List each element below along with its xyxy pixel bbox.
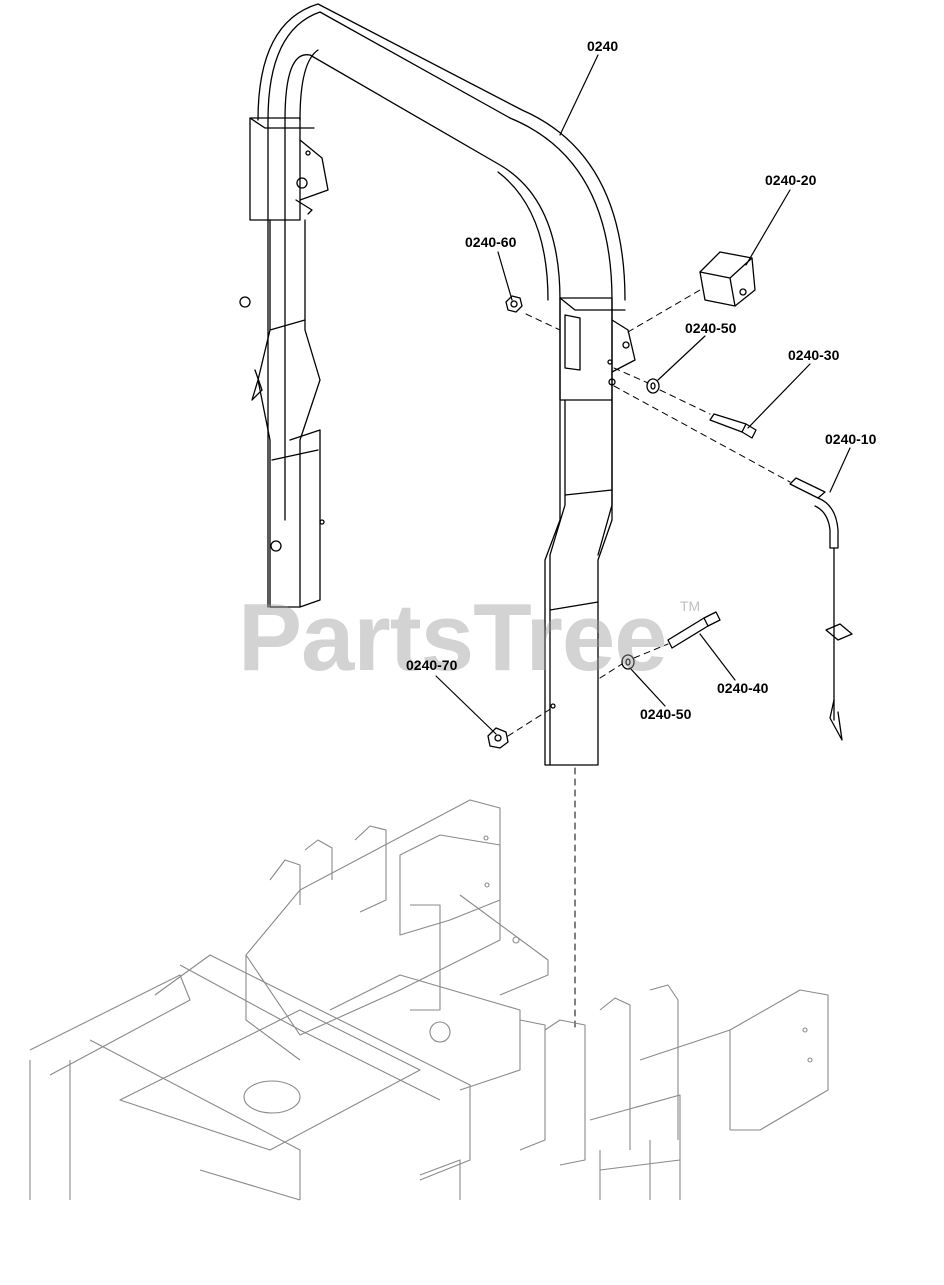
callout-0240-20[interactable]: 0240-20 (765, 172, 817, 188)
bolt-bottom-part[interactable] (667, 611, 721, 649)
partstree-watermark: PartsTree (238, 584, 668, 691)
assembly-lines (507, 289, 791, 1031)
nut-top-part[interactable] (505, 295, 523, 313)
nut-bottom-part[interactable] (487, 727, 509, 749)
washer-top-part[interactable] (646, 378, 660, 394)
callout-0240-70[interactable]: 0240-70 (406, 657, 458, 673)
trademark-mark: TM (680, 598, 701, 614)
bolt-top-part[interactable] (709, 413, 757, 439)
leader-lines (435, 54, 851, 735)
callout-0240-60[interactable]: 0240-60 (465, 234, 517, 250)
pin-assembly-part[interactable] (789, 477, 853, 741)
mower-frame (29, 799, 829, 1201)
callout-0240-50-bottom[interactable]: 0240-50 (640, 706, 692, 722)
grip-part[interactable] (699, 251, 756, 307)
roll-bar-part[interactable] (239, 3, 636, 766)
callout-0240-40[interactable]: 0240-40 (717, 680, 769, 696)
callout-0240-10[interactable]: 0240-10 (825, 431, 877, 447)
callout-0240[interactable]: 0240 (587, 38, 619, 54)
callout-0240-50-top[interactable]: 0240-50 (685, 320, 737, 336)
washer-bottom-part[interactable] (621, 654, 635, 670)
callout-0240-30[interactable]: 0240-30 (788, 347, 840, 363)
